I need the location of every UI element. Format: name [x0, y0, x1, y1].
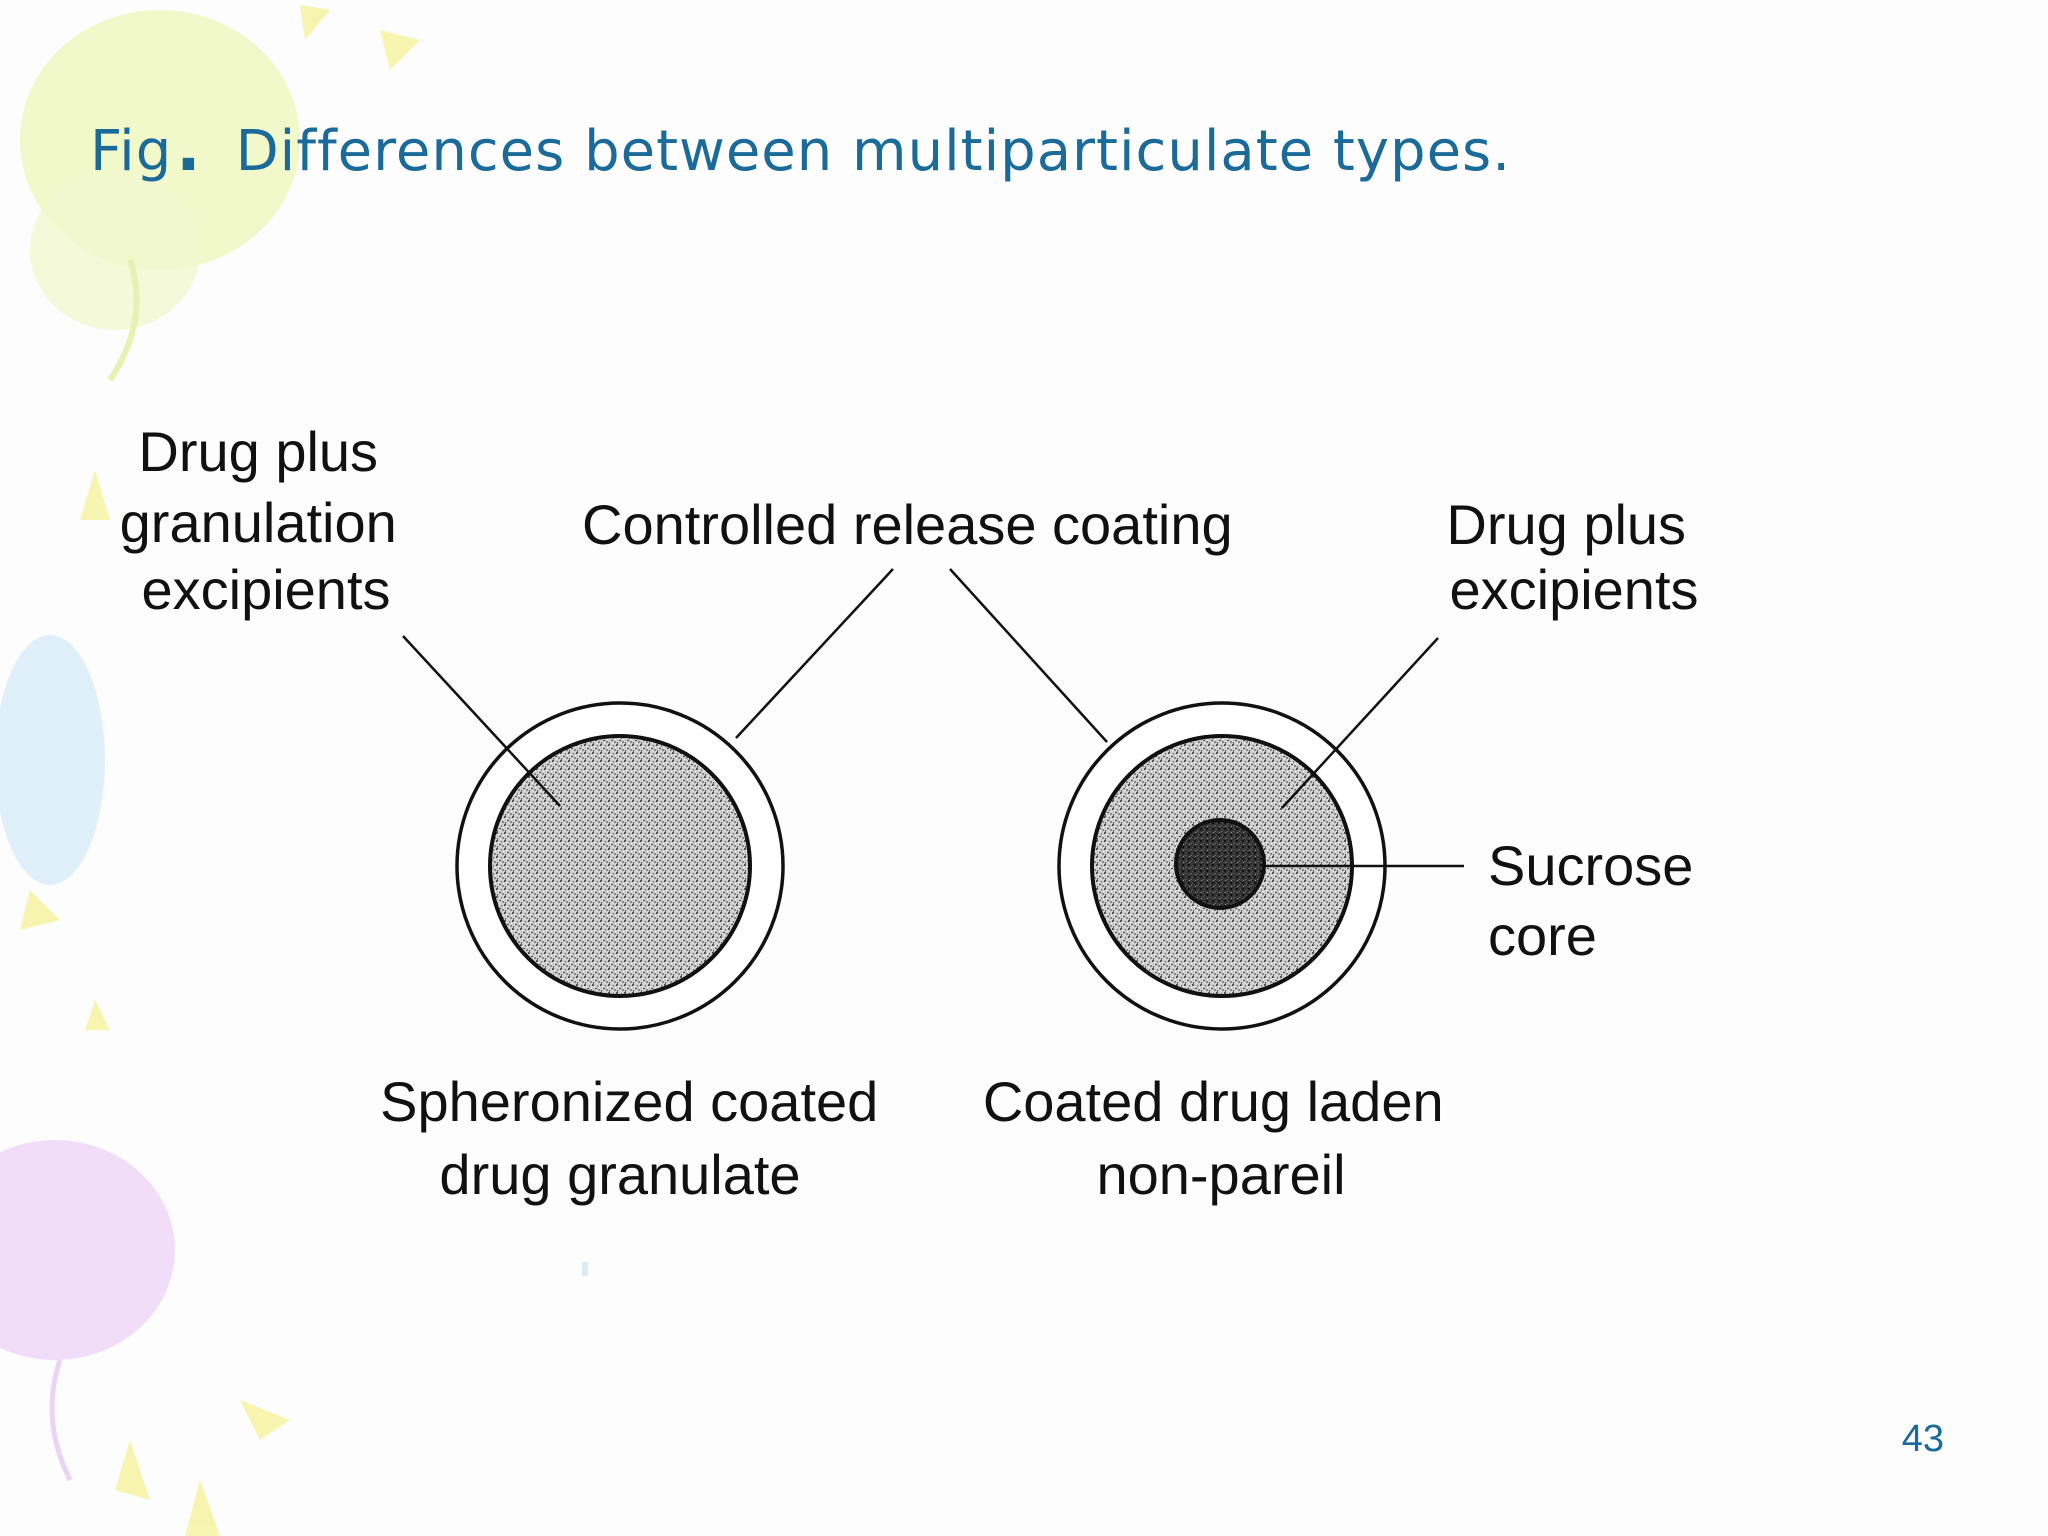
- sucrose-core: [1174, 818, 1266, 910]
- dot-decoration-icon: [582, 1262, 588, 1276]
- blue-balloon-icon: [0, 635, 105, 885]
- caption-coated-non-pareil: Coated drug laden non-pareil: [983, 1070, 1459, 1206]
- leader-line-coating-right: [949, 568, 1108, 743]
- title-text: Differences between multiparticulate typ…: [235, 119, 1511, 184]
- yellow-spark-icon: [20, 5, 420, 1536]
- leader-line-coating-left: [735, 568, 894, 739]
- green-balloon-icon: [20, 10, 300, 382]
- title-dot: .: [176, 112, 202, 186]
- title-prefix: Fig: [90, 119, 173, 184]
- purple-balloon-icon: [0, 1140, 175, 1482]
- label-sucrose-core: Sucrose core: [1488, 834, 1709, 967]
- spheronized-granulate-particle: [455, 701, 785, 1031]
- leader-line-drug-excipients: [1281, 637, 1439, 809]
- caption-spheronized-granulate: Spheronized coated drug granulate: [380, 1070, 894, 1206]
- label-drug-excipients: Drug plus excipients: [1446, 493, 1701, 621]
- page-number: 43: [1901, 1418, 1944, 1460]
- leader-line-drug-granulation: [402, 635, 561, 807]
- drug-granulation-core-left: [488, 734, 752, 998]
- label-drug-granulation: Drug plus granulation excipients: [120, 420, 413, 621]
- label-controlled-release-coating: Controlled release coating: [582, 493, 1233, 556]
- slide-title: Fig. Differences between multiparticulate…: [90, 112, 1511, 186]
